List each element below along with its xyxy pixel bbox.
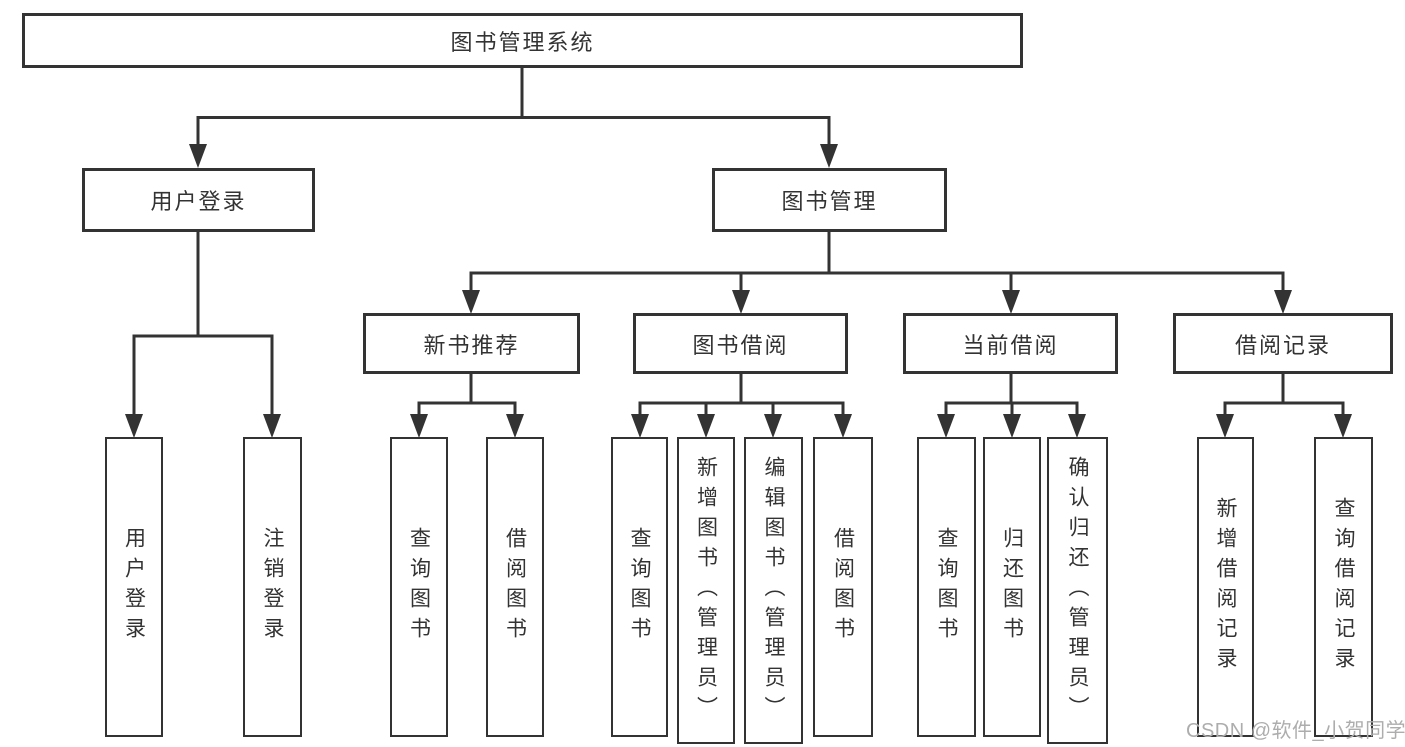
node-user-login-label: 用户登录	[150, 189, 247, 214]
node-user-login: 用户登录	[82, 168, 315, 232]
leaf-add-borrow-record-label: 新增借阅记录	[1214, 497, 1237, 677]
node-library-management-system-label: 图书管理系统	[450, 29, 595, 55]
leaf-add-books-admin-label: 新增图书（管理员）	[694, 455, 718, 726]
leaf-query-borrow-record: 查询借阅记录	[1314, 437, 1373, 737]
node-new-book-recommendation: 新书推荐	[363, 313, 580, 374]
leaf-borrow-books-borrowing: 借阅图书	[813, 437, 873, 737]
node-library-management-system: 图书管理系统	[22, 13, 1023, 68]
leaf-query-books-recommend: 查询图书	[390, 437, 448, 737]
leaf-confirm-return-admin: 确认归还（管理员）	[1047, 437, 1108, 744]
connector-segments	[132, 68, 1345, 416]
leaf-borrow-books-borrowing-label: 借阅图书	[831, 527, 855, 647]
node-book-borrowing-label: 图书借阅	[692, 332, 789, 358]
leaf-edit-books-admin-label: 编辑图书（管理员）	[762, 455, 785, 726]
leaf-query-books-borrowing-label: 查询图书	[628, 527, 651, 647]
node-book-borrowing: 图书借阅	[633, 313, 848, 374]
leaf-query-books-current-label: 查询图书	[935, 527, 958, 647]
node-book-management: 图书管理	[712, 168, 947, 232]
csdn-watermark: CSDN @软件_小贺同学	[1186, 720, 1405, 742]
leaf-confirm-return-admin-label: 确认归还（管理员）	[1066, 455, 1089, 726]
leaf-add-borrow-record: 新增借阅记录	[1197, 437, 1254, 737]
leaf-user-login-label: 用户登录	[122, 527, 146, 647]
node-current-borrowing: 当前借阅	[903, 313, 1118, 374]
node-book-management-label: 图书管理	[781, 189, 878, 214]
node-borrowing-records: 借阅记录	[1173, 313, 1393, 374]
leaf-return-books-label: 归还图书	[1000, 527, 1024, 647]
leaf-logout: 注销登录	[243, 437, 302, 737]
leaf-edit-books-admin: 编辑图书（管理员）	[744, 437, 803, 744]
leaf-borrow-books-recommend-label: 借阅图书	[503, 527, 527, 647]
leaf-user-login: 用户登录	[105, 437, 163, 737]
leaf-query-books-recommend-label: 查询图书	[407, 527, 431, 647]
leaf-query-books-current: 查询图书	[917, 437, 976, 737]
leaf-query-books-borrowing: 查询图书	[611, 437, 668, 737]
node-borrowing-records-label: 借阅记录	[1234, 332, 1331, 358]
node-current-borrowing-label: 当前借阅	[962, 332, 1059, 358]
leaf-query-borrow-record-label: 查询借阅记录	[1332, 497, 1355, 677]
node-new-book-recommendation-label: 新书推荐	[423, 332, 520, 358]
leaf-return-books: 归还图书	[983, 437, 1041, 737]
leaf-borrow-books-recommend: 借阅图书	[486, 437, 544, 737]
leaf-add-books-admin: 新增图书（管理员）	[677, 437, 735, 744]
arrowheads	[125, 144, 1352, 438]
leaf-logout-label: 注销登录	[261, 527, 284, 647]
